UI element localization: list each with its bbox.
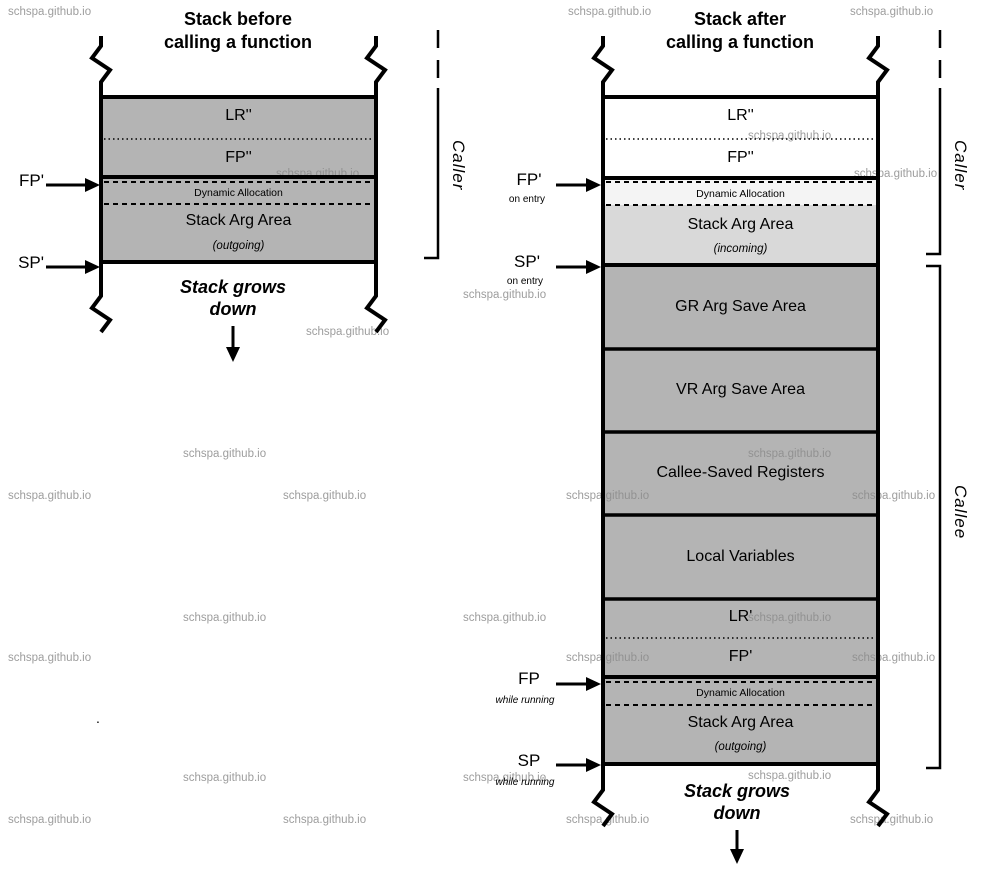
fp-prime-entry-arrow <box>556 178 601 192</box>
left-grow-line1: Stack grows <box>179 277 287 297</box>
watermark: schspa.github.io <box>852 490 936 502</box>
right-dyn-top-fill <box>604 179 877 205</box>
left-caller-label: Caller <box>449 140 468 191</box>
right-grow-line2: down <box>713 803 761 823</box>
right-callee-bracket <box>926 264 942 770</box>
sp-running-arrow <box>556 758 601 772</box>
watermark: schspa.github.io <box>8 652 92 664</box>
left-box-fp: FP'' <box>225 149 252 166</box>
right-stack-grows-down: Stack grows down <box>652 780 822 824</box>
left-stack-grows-down: Stack grows down <box>148 276 318 320</box>
watermark: schspa.github.io <box>283 490 367 502</box>
watermark: schspa.github.io <box>183 612 267 624</box>
right-box-stack-arg-area-out-sub: (outgoing) <box>714 741 767 753</box>
left-diagram-title: Stack before calling a function <box>128 8 348 54</box>
right-fp-sub: while running <box>495 695 555 706</box>
right-sp-sub: while running <box>495 777 555 788</box>
watermark: schspa.github.io <box>8 814 92 826</box>
left-fp-prime-label: FP' <box>19 171 44 190</box>
watermark: schspa.github.io <box>748 448 832 460</box>
watermark: schspa.github.io <box>566 652 650 664</box>
right-fp-prime-label: FP' <box>516 170 542 189</box>
watermark: schspa.github.io <box>463 289 547 301</box>
watermark: schspa.github.io <box>283 814 367 826</box>
right-stack-rails <box>591 36 890 828</box>
right-grow-line1: Stack grows <box>683 781 791 801</box>
left-stack-fill <box>102 97 375 262</box>
right-title-line2: calling a function <box>665 32 814 52</box>
watermark: schspa.github.io <box>566 490 650 502</box>
left-box-lr: LR'' <box>225 107 252 124</box>
left-stack-rails <box>89 36 388 334</box>
right-sp-label: SP <box>517 751 541 770</box>
right-fp-prime-sub: on entry <box>508 194 546 205</box>
right-caller-label: Caller <box>951 140 970 191</box>
left-sp-prime-label: SP' <box>18 253 44 272</box>
left-box-stack-arg-area-sub: (outgoing) <box>212 240 265 252</box>
right-sp-prime-sub: on entry <box>506 276 544 287</box>
watermark: schspa.github.io <box>463 612 547 624</box>
left-caller-bracket <box>424 30 440 260</box>
left-box-dynamic-allocation: Dynamic Allocation <box>194 187 283 199</box>
watermark: schspa.github.io <box>8 6 92 18</box>
fp-running-arrow <box>556 677 601 691</box>
watermark: schspa.github.io <box>463 772 547 784</box>
stray-dot: . <box>96 710 100 726</box>
watermark: schspa.github.io <box>748 612 832 624</box>
fp-prime-arrow-left <box>46 178 100 192</box>
left-grow-arrow <box>226 326 240 362</box>
watermark: schspa.github.io <box>748 770 832 782</box>
watermark: schspa.github.io <box>850 814 934 826</box>
right-diagram-title: Stack after calling a function <box>630 8 850 54</box>
sp-prime-entry-arrow <box>556 260 601 274</box>
right-fp-label: FP <box>518 669 540 688</box>
right-grow-arrow <box>730 830 744 864</box>
left-title-line1: Stack before <box>183 9 293 29</box>
right-title-line1: Stack after <box>693 9 787 29</box>
left-stack-separators <box>99 95 378 264</box>
left-title-line2: calling a function <box>163 32 312 52</box>
watermark: schspa.github.io <box>183 772 267 784</box>
right-box-lr1: LR' <box>728 608 753 625</box>
right-box-fp2: FP'' <box>727 149 754 166</box>
right-box-dynamic-allocation-bottom: Dynamic Allocation <box>696 687 785 699</box>
watermark: schspa.github.io <box>183 448 267 460</box>
right-box-stack-arg-area-out: Stack Arg Area <box>687 714 794 731</box>
left-grow-line2: down <box>209 299 257 319</box>
right-box-vr-arg-save: VR Arg Save Area <box>676 381 805 398</box>
right-sp-prime-label: SP' <box>514 252 540 271</box>
right-box-dynamic-allocation-top: Dynamic Allocation <box>696 188 785 200</box>
right-box-local-variables: Local Variables <box>686 548 795 565</box>
right-callee-label: Callee <box>951 485 970 540</box>
watermark: schspa.github.io <box>850 6 934 18</box>
right-arg-in-fill <box>604 205 877 265</box>
sp-prime-arrow-left <box>46 260 100 274</box>
watermark: schspa.github.io <box>8 490 92 502</box>
left-box-stack-arg-area: Stack Arg Area <box>185 212 292 229</box>
watermark: schspa.github.io <box>852 652 936 664</box>
right-box-stack-arg-area-in: Stack Arg Area <box>687 216 794 233</box>
right-box-fp1: FP' <box>728 648 753 665</box>
right-box-gr-arg-save: GR Arg Save Area <box>675 298 806 315</box>
right-box-stack-arg-area-in-sub: (incoming) <box>713 243 768 255</box>
right-box-callee-saved: Callee-Saved Registers <box>656 464 825 481</box>
watermark: schspa.github.io <box>306 326 390 338</box>
right-stack-separators <box>601 95 880 766</box>
right-box-lr2: LR'' <box>727 107 754 124</box>
right-caller-bracket <box>926 30 942 256</box>
watermark: schspa.github.io <box>568 6 652 18</box>
